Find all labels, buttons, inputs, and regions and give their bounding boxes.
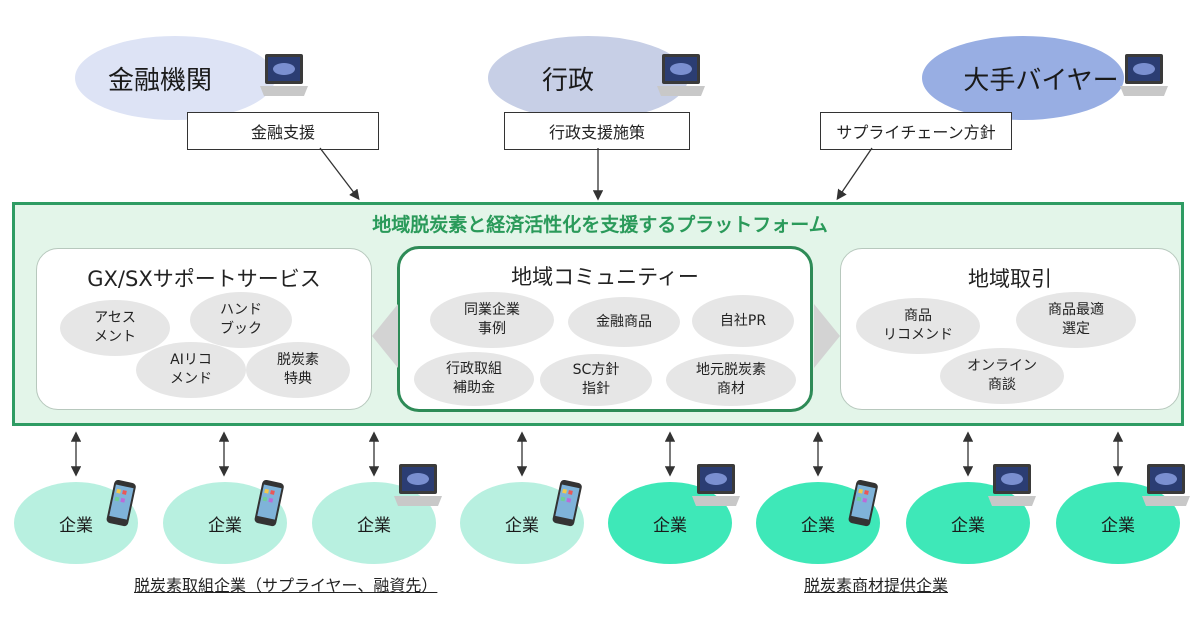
panel-title: 地域コミュニティー [511, 265, 699, 289]
laptop-icon [657, 54, 705, 96]
caption-decarbonizing-companies: 脱炭素取組企業（サプライヤー、融資先） [134, 576, 438, 595]
supply-chain-policy-box: サプライチェーン方針 [820, 112, 1012, 150]
pill-local-decarbonization-products: 地元脱炭素 商材 [666, 354, 796, 406]
actor-financial-institution: 金融機関 [75, 36, 275, 120]
pill-financial-products: 金融商品 [568, 297, 680, 347]
box-label: 金融支援 [250, 123, 315, 142]
actor-government: 行政 [488, 36, 688, 120]
laptop-icon [692, 464, 740, 506]
laptop-icon [394, 464, 442, 506]
actor-large-buyer: 大手バイヤー [922, 36, 1124, 120]
pill-assessment: アセス メント [60, 300, 170, 356]
laptop-icon [260, 54, 308, 96]
company-label: 企業 [208, 515, 242, 536]
panel-title: GX/SXサポートサービス [87, 267, 321, 291]
company-label: 企業 [357, 515, 391, 536]
pill-ai-recommend: AIリコ メンド [136, 342, 246, 398]
chevron-left-icon [372, 304, 398, 368]
company-label: 企業 [653, 515, 687, 536]
company-label: 企業 [951, 515, 985, 536]
platform-title: 地域脱炭素と経済活性化を支援するプラットフォーム [372, 214, 828, 236]
laptop-icon [1142, 464, 1190, 506]
box-label: 行政支援施策 [548, 123, 645, 142]
pill-handbook: ハンド ブック [190, 292, 292, 348]
pill-self-pr: 自社PR [692, 295, 794, 347]
smartphone-icon [848, 479, 878, 527]
laptop-icon [988, 464, 1036, 506]
company-7: 企業 [906, 482, 1030, 564]
company-label: 企業 [1101, 515, 1135, 536]
pill-decarbonization-benefit: 脱炭素 特典 [246, 342, 350, 398]
pill-product-selection: 商品最適 選定 [1016, 292, 1136, 348]
financial-support-box: 金融支援 [187, 112, 379, 150]
pill-product-recommend: 商品 リコメンド [856, 298, 980, 354]
company-label: 企業 [505, 515, 539, 536]
company-8: 企業 [1056, 482, 1180, 564]
pill-sc-policy: SC方針 指針 [540, 354, 652, 406]
pill-peer-cases: 同業企業 事例 [430, 292, 554, 348]
smartphone-icon [254, 479, 284, 527]
actor-label: 金融機関 [107, 65, 212, 96]
smartphone-icon [552, 479, 582, 527]
company-5: 企業 [608, 482, 732, 564]
government-support-box: 行政支援施策 [504, 112, 690, 150]
company-label: 企業 [59, 515, 93, 536]
chevron-right-icon [814, 304, 840, 368]
company-label: 企業 [801, 515, 835, 536]
panel-title: 地域取引 [968, 267, 1052, 291]
smartphone-icon [106, 479, 136, 527]
actor-label: 行政 [541, 65, 594, 96]
company-3: 企業 [312, 482, 436, 564]
actor-label: 大手バイヤー [963, 65, 1119, 96]
pill-online-meeting: オンライン 商談 [940, 348, 1064, 404]
caption-product-providers: 脱炭素商材提供企業 [804, 576, 949, 595]
pill-government-subsidy: 行政取組 補助金 [414, 352, 534, 406]
laptop-icon [1120, 54, 1168, 96]
box-label: サプライチェーン方針 [836, 123, 996, 142]
